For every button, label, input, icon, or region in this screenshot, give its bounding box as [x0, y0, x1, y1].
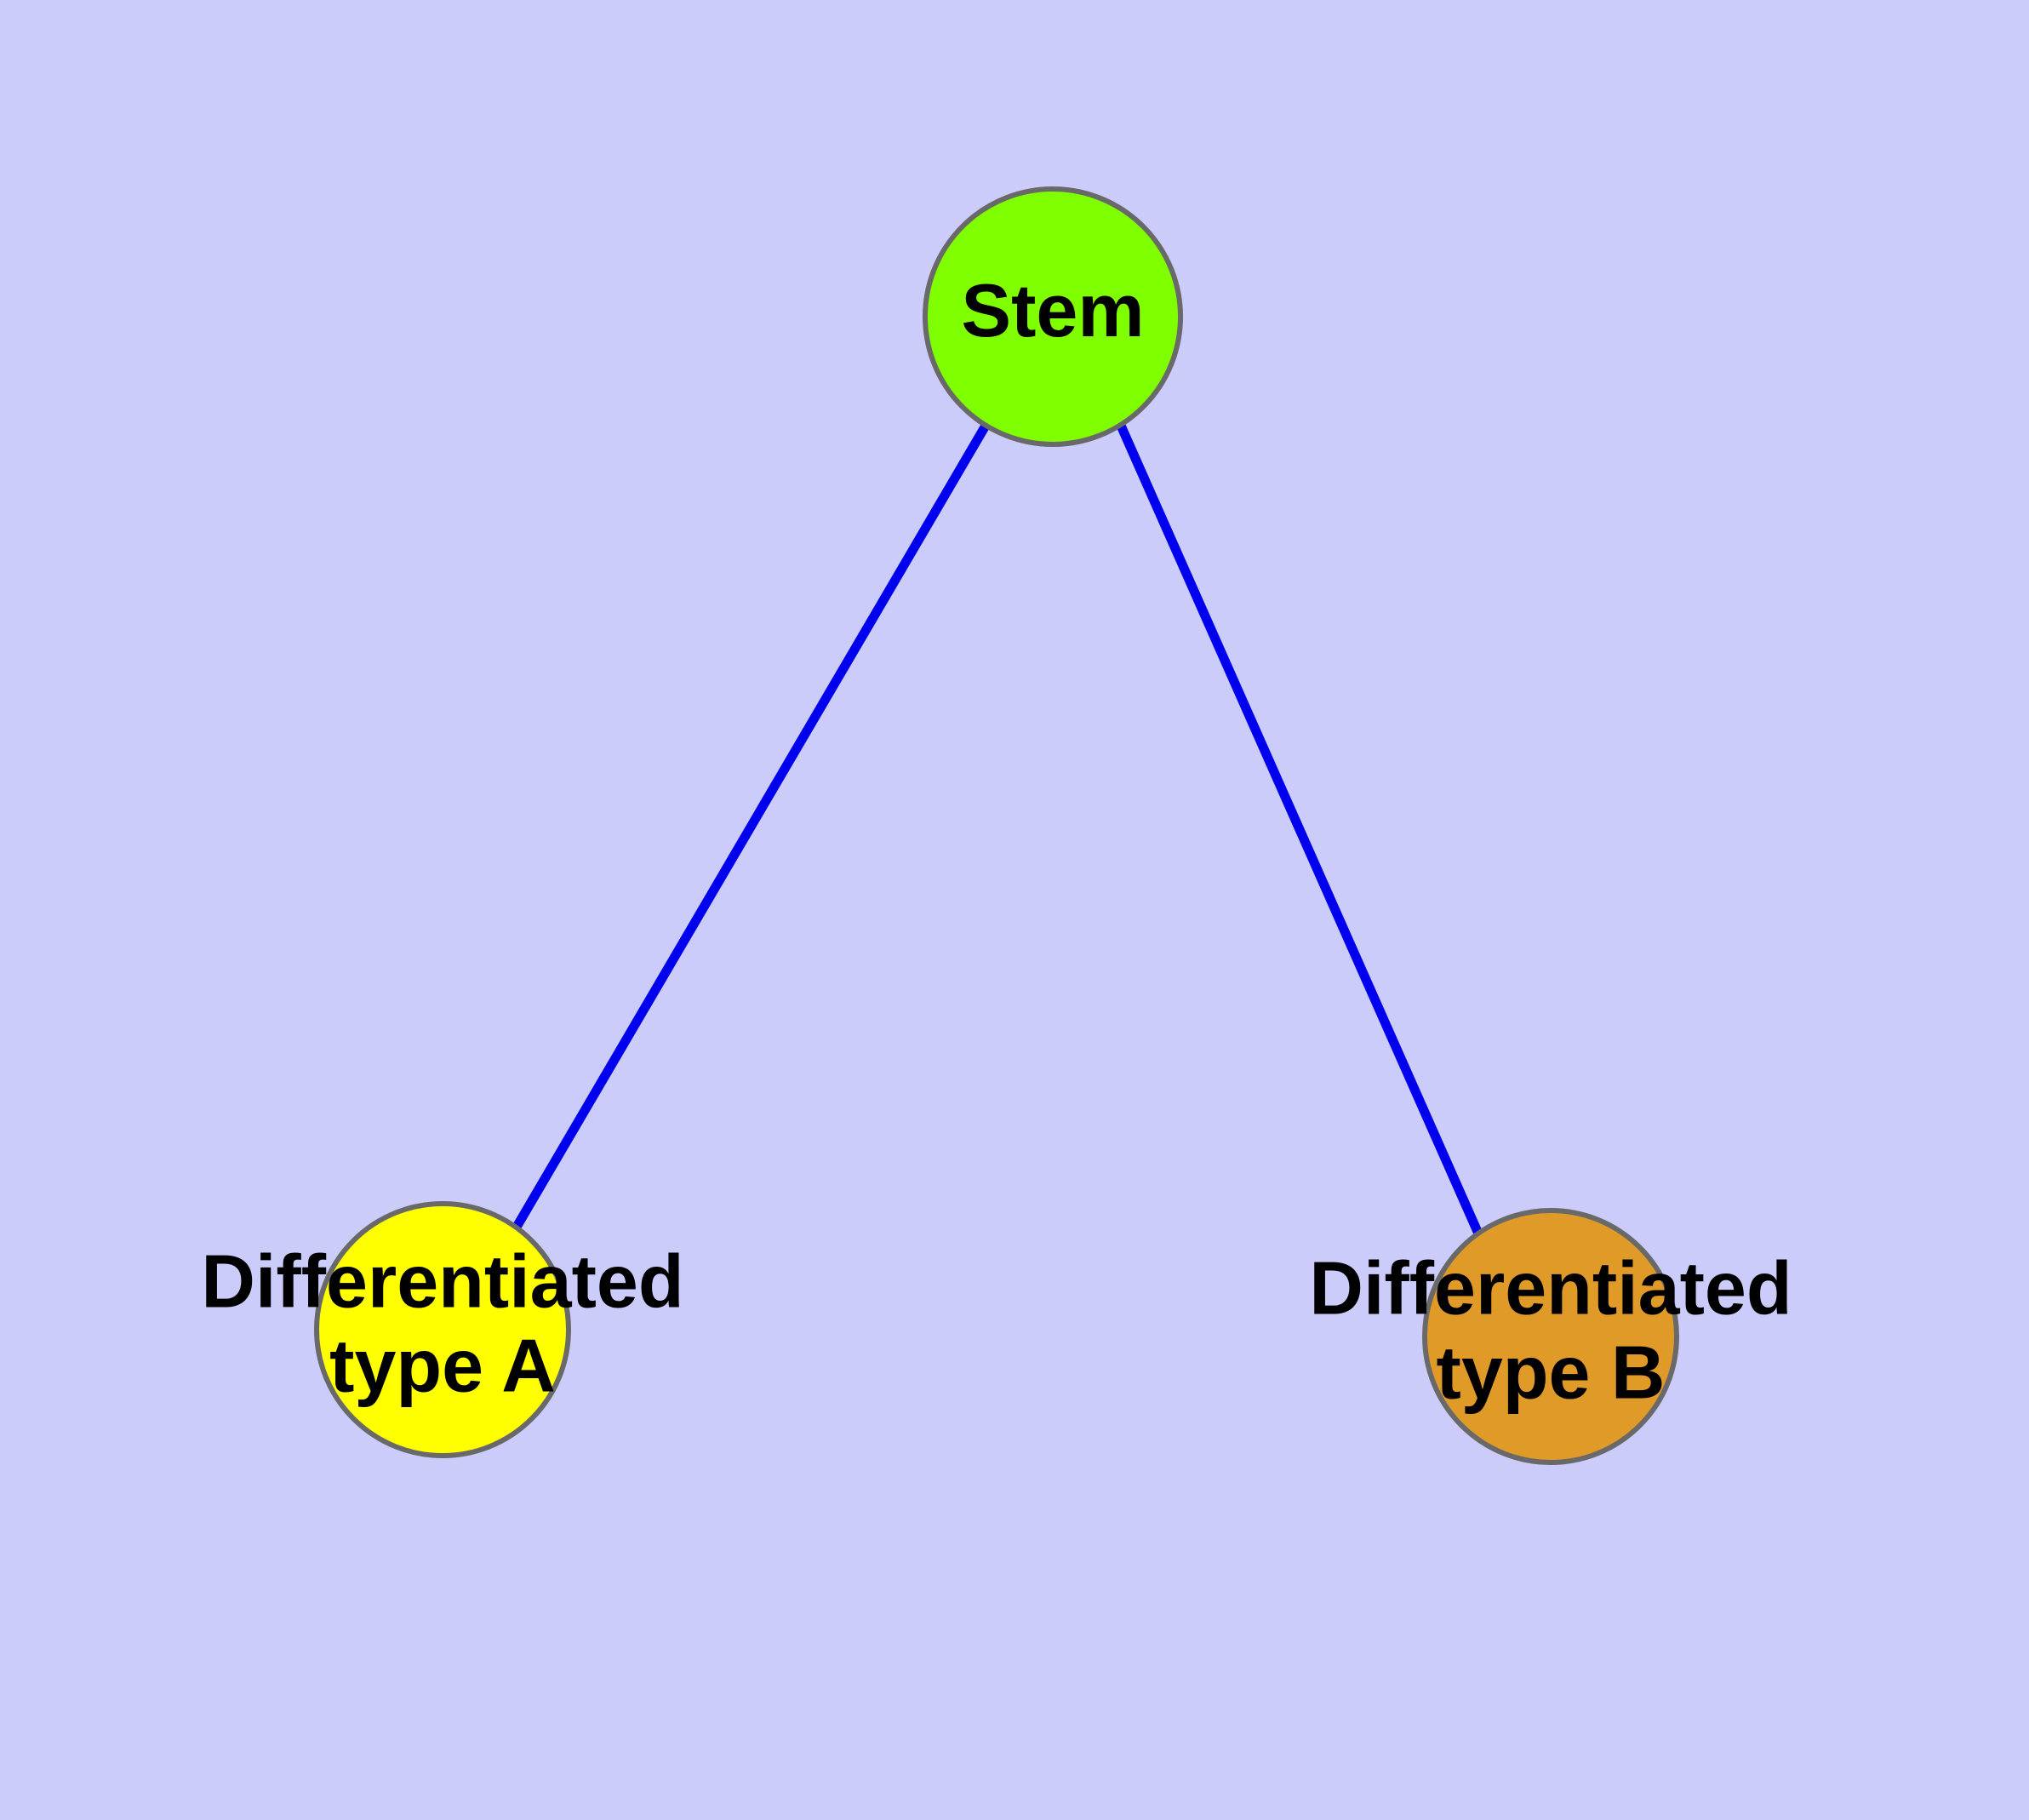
node-circle-diff_a[interactable]	[314, 1201, 571, 1458]
node-stem[interactable]: Stem	[923, 186, 1183, 447]
node-circle-diff_b[interactable]	[1422, 1208, 1679, 1465]
node-label-line: type A	[329, 1324, 556, 1408]
edges-layer	[512, 423, 1483, 1236]
node-label-stem: Stem	[961, 268, 1144, 352]
node-circle-stem[interactable]	[923, 186, 1183, 447]
edge-stem-to-diff-b[interactable]	[1116, 423, 1483, 1236]
node-label-line: Differentiated	[1309, 1246, 1792, 1331]
node-label-line: type B	[1437, 1331, 1666, 1415]
node-label-line: Stem	[961, 268, 1144, 352]
edge-stem-to-diff-a[interactable]	[512, 423, 990, 1231]
node-label-line: Differentiated	[201, 1239, 683, 1324]
